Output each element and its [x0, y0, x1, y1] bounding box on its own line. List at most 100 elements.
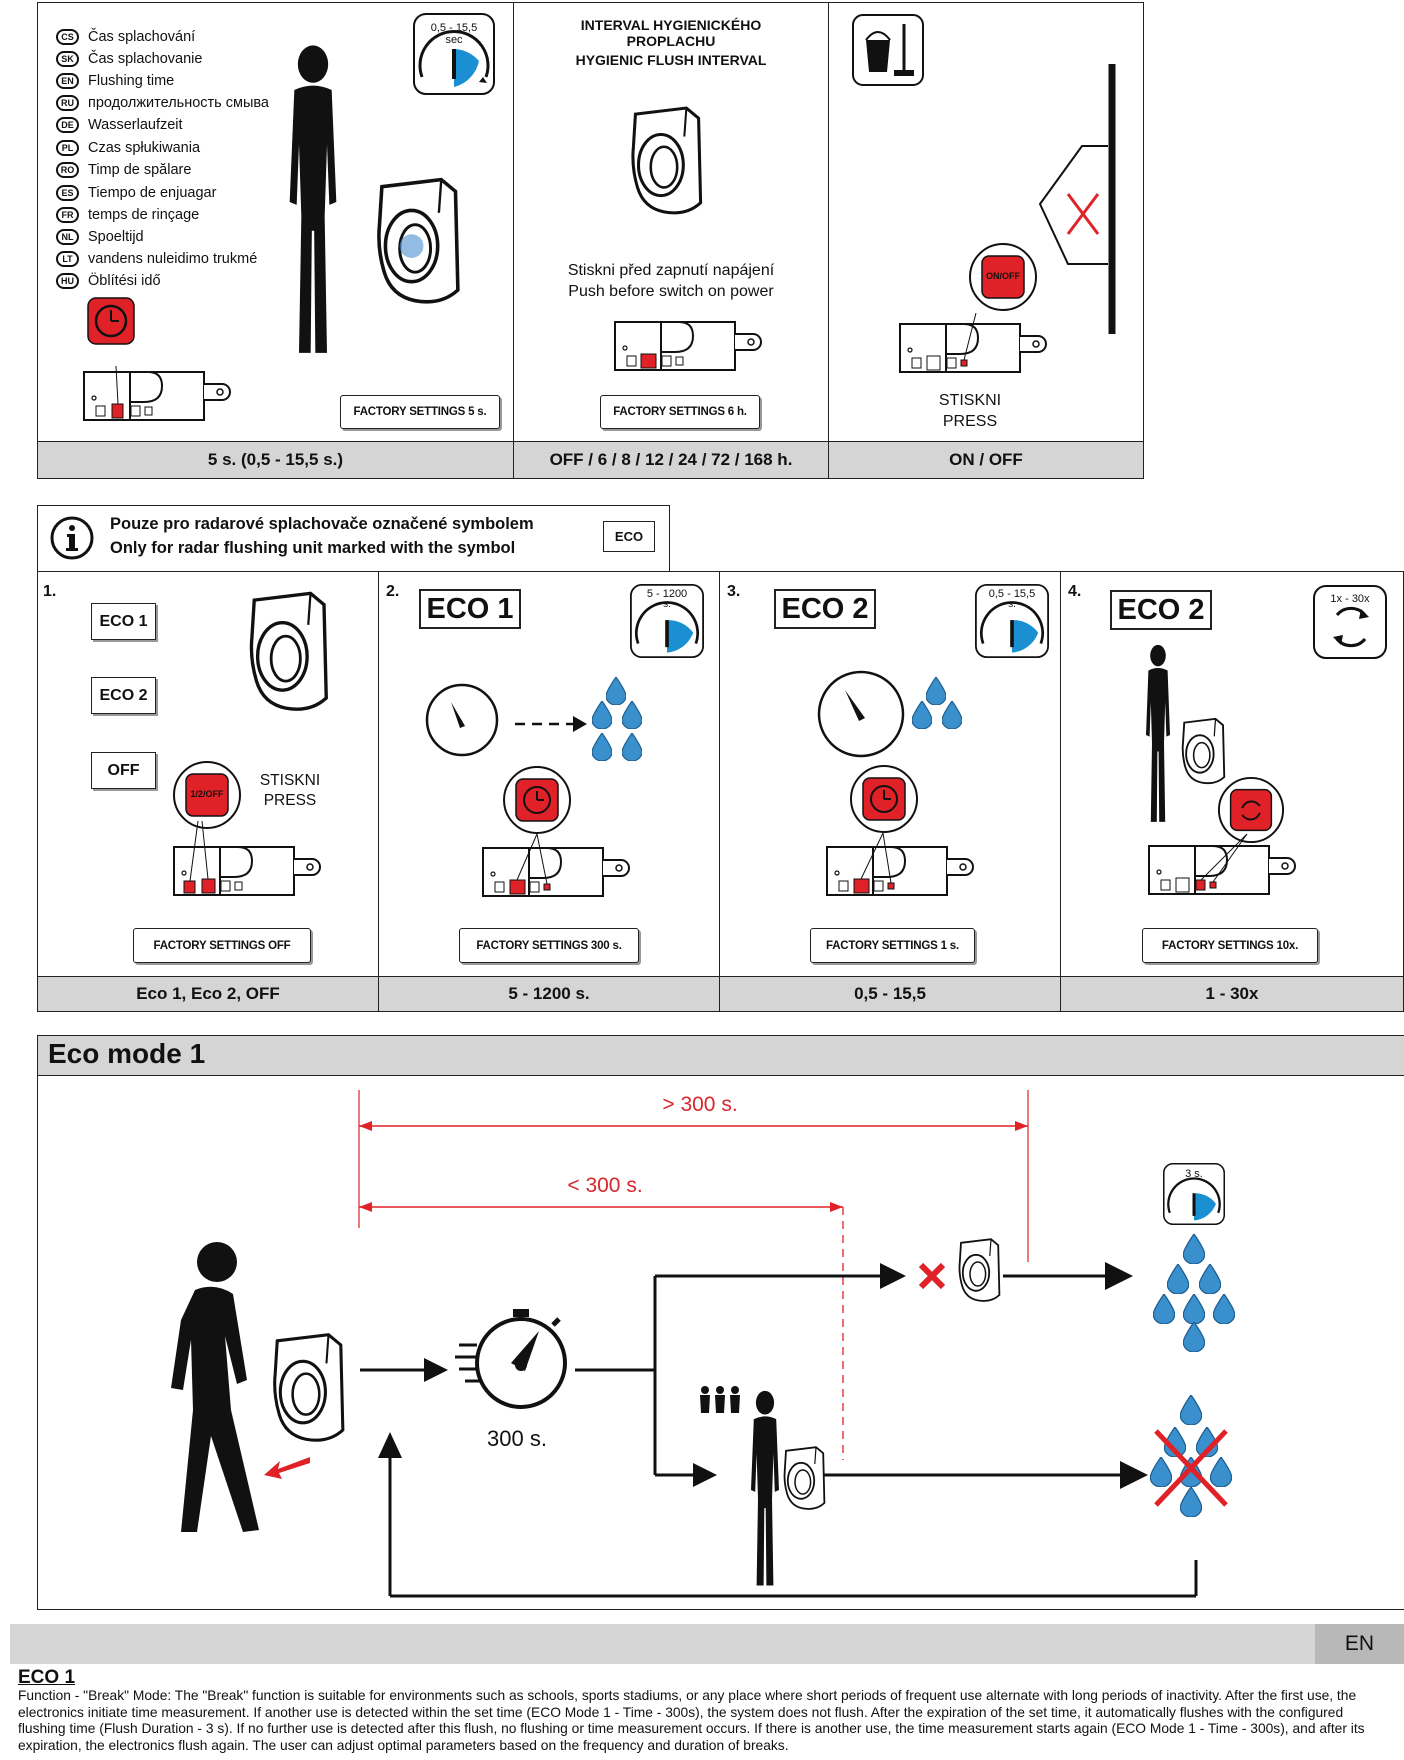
off-mode-button: OFF — [91, 752, 156, 789]
lang-text: Wasserlaufzeit — [88, 117, 183, 133]
walking-person-icon — [171, 1242, 259, 1532]
no-water-icon — [1150, 1395, 1232, 1517]
leave-arrow-icon — [264, 1457, 310, 1479]
water-drops-icon — [1153, 1234, 1235, 1352]
hygienic-title-cs: INTERVAL HYGIENICKÉHO PROPLACHU — [580, 17, 762, 49]
factory-settings-label: FACTORY SETTINGS OFF — [133, 928, 311, 963]
footer-hygienic-flush: OFF / 6 / 8 / 12 / 24 / 72 / 168 h. — [514, 441, 828, 478]
eco-count-dial-range: 0,5 - 15,5 — [988, 588, 1036, 600]
press-label-en: PRESS — [942, 413, 998, 430]
lang-text: Čas splachování — [88, 29, 196, 45]
urinal-icon — [955, 1237, 1003, 1305]
no-flush-cross-icon — [918, 1262, 946, 1290]
control-unit-icon — [1147, 833, 1297, 900]
flush-dial-icon — [1163, 1163, 1225, 1225]
lang-text: vandens nuleidimo trukmé — [88, 251, 258, 267]
footer-on-off: ON / OFF — [829, 441, 1143, 478]
language-tag: EN — [1315, 1624, 1404, 1664]
lang-text: Tiempo de enjuagar — [88, 185, 217, 201]
clock-button-icon — [850, 765, 918, 833]
clock-button-icon — [503, 766, 571, 834]
lang-badge: HU — [56, 273, 79, 289]
instruction-en: Push before switch on power — [568, 283, 774, 300]
footer-flushing-time: 5 s. (0,5 - 15,5 s.) — [38, 441, 513, 478]
info-text-cs: Pouze pro radarové splachovače označené … — [110, 515, 534, 533]
factory-settings-label: FACTORY SETTINGS 6 h. — [600, 395, 760, 429]
eco-mode-title: ECO 2 — [774, 589, 876, 629]
timer-to-flush-icon — [425, 683, 587, 757]
control-unit-icon — [613, 316, 763, 376]
eco-mode-title: ECO 2 — [1110, 590, 1212, 630]
eco-time-dial-unit: s. — [663, 599, 671, 610]
on-off-button-icon — [969, 243, 1037, 311]
eco-mode-diagram — [37, 1035, 1404, 1610]
lang-badge: RO — [56, 162, 79, 178]
repeat-count-icon — [1313, 585, 1387, 659]
lang-text: Timp de spălare — [88, 162, 192, 178]
factory-settings-label: FACTORY SETTINGS 5 s. — [340, 395, 500, 429]
control-unit-icon — [825, 832, 975, 901]
lang-badge: LT — [56, 251, 79, 267]
lang-text: Spoeltijd — [88, 229, 144, 245]
urinal-icon — [780, 1445, 828, 1513]
control-unit-icon — [898, 312, 1048, 378]
control-unit-icon — [481, 833, 631, 902]
timer-icon — [817, 670, 905, 758]
stopwatch-icon — [455, 1309, 567, 1409]
step-number: 1. — [43, 583, 57, 600]
eco-time-dial-range: 5 - 1200 — [646, 588, 688, 600]
mode-button-icon — [173, 761, 241, 829]
eco-mode-header — [38, 1036, 1404, 1076]
eco-count-dial-icon — [975, 584, 1049, 658]
info-box — [37, 505, 670, 572]
less-than-label: < 300 s. — [567, 1174, 643, 1197]
repeat-count-range: 1x - 30x — [1330, 593, 1370, 605]
press-label-en: PRESS — [263, 792, 317, 809]
eco-mode-title: Eco mode 1 — [48, 1038, 206, 1069]
eco1-mode-button: ECO 1 — [91, 603, 156, 640]
factory-settings-label: FACTORY SETTINGS 300 s. — [459, 928, 639, 963]
step-number: 3. — [727, 583, 741, 600]
lang-badge: NL — [56, 229, 79, 245]
eco-time-dial-icon — [630, 584, 704, 658]
hygienic-title-en: HYGIENIC FLUSH INTERVAL — [575, 52, 767, 68]
footer-step-2: 5 - 1200 s. — [379, 976, 719, 1011]
eco2-mode-button: ECO 2 — [91, 677, 156, 714]
lang-text: Flushing time — [88, 73, 175, 89]
lang-text: temps de rinçage — [88, 207, 200, 223]
lang-badge: EN — [56, 73, 79, 89]
instruction-cs: Stiskni před zapnutí napájení — [567, 262, 775, 279]
lang-text: Czas spłukiwania — [88, 140, 201, 156]
lang-badge: DE — [56, 117, 79, 133]
step-number: 4. — [1068, 583, 1082, 600]
flush-dial-label: 3 s. — [1185, 1168, 1203, 1180]
flush-time-dial-range: 0,5 - 15,5 — [430, 22, 478, 34]
wall-urinal-side-icon — [1038, 64, 1116, 334]
group-of-people-icon — [700, 1386, 740, 1413]
footer-step-1: Eco 1, Eco 2, OFF — [38, 976, 378, 1011]
greater-than-label: > 300 s. — [662, 1093, 738, 1116]
clock-button-icon — [87, 297, 135, 345]
footer-step-3: 0,5 - 15,5 — [720, 976, 1060, 1011]
factory-settings-label: FACTORY SETTINGS 10x. — [1142, 928, 1318, 963]
lang-text: Čas splachovanie — [88, 51, 203, 67]
lang-badge: FR — [56, 207, 79, 223]
lang-text: продолжительность смыва — [88, 95, 269, 111]
info-icon — [50, 516, 94, 560]
flush-time-dial-unit: sec — [445, 34, 463, 46]
info-text-en: Only for radar flushing unit marked with… — [110, 539, 516, 557]
flush-time-dial-icon — [413, 13, 495, 95]
on-off-button-label: ON/OFF — [986, 271, 1020, 281]
factory-settings-label: FACTORY SETTINGS 1 s. — [810, 928, 975, 963]
section-body: Function - "Break" Mode: The "Break" fun… — [18, 1688, 1365, 1753]
press-label-cs: STISKNI — [259, 772, 321, 789]
section-heading: ECO 1 — [18, 1667, 76, 1688]
cleaning-bucket-icon — [852, 14, 924, 86]
footer-step-4: 1 - 30x — [1061, 976, 1403, 1011]
urinal-icon — [370, 175, 465, 310]
language-strip — [10, 1624, 1404, 1664]
eco-mode-title: ECO 1 — [419, 589, 521, 629]
lang-badge: CS — [56, 29, 79, 45]
urinal-icon — [267, 1330, 349, 1448]
